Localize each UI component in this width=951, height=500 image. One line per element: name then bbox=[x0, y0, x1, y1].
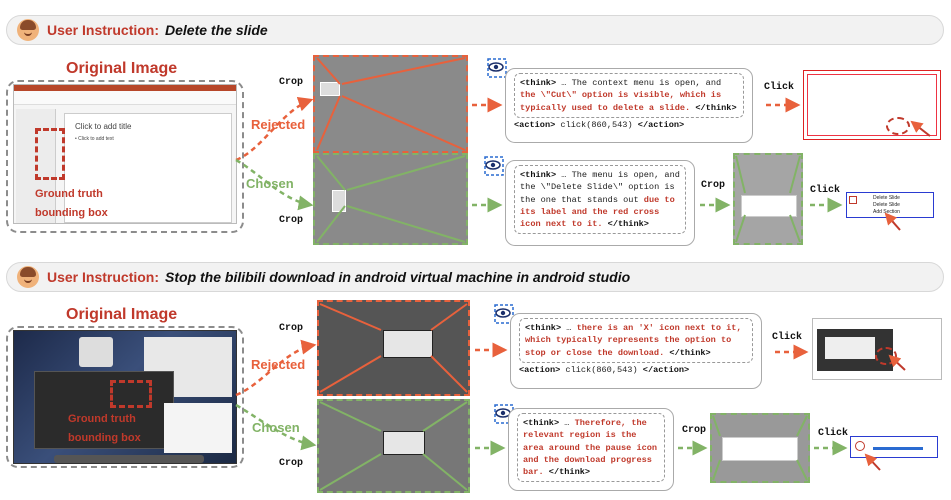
focus-line bbox=[319, 303, 382, 331]
chosen-click-result: Delete Slide Delete Slide Add Section bbox=[846, 192, 934, 218]
chosen-arrow bbox=[235, 403, 317, 451]
rejected-arrow bbox=[235, 339, 317, 397]
focus-line bbox=[430, 303, 468, 331]
instruction-text: Stop the bilibili download in android vi… bbox=[165, 269, 631, 285]
focus-line bbox=[316, 57, 341, 85]
slide-text-placeholder: • Click to add text bbox=[75, 136, 114, 142]
ground-truth-box bbox=[110, 380, 152, 408]
focus-line bbox=[735, 155, 746, 194]
crop-label: Crop bbox=[682, 425, 707, 436]
chosen-think-box: <think> … The menu is open, and the \"De… bbox=[505, 160, 695, 246]
click-label: Click bbox=[810, 185, 841, 196]
chosen-crop-zoom bbox=[733, 153, 803, 245]
focus-line bbox=[341, 57, 466, 85]
eye-icon bbox=[494, 304, 514, 324]
click-label: Click bbox=[772, 332, 803, 343]
instruction-label: User Instruction: bbox=[47, 22, 160, 38]
click-pointer-arrow bbox=[884, 212, 901, 231]
rejected-arrow bbox=[235, 96, 314, 162]
crop-label: Crop bbox=[279, 77, 304, 88]
focus-line bbox=[796, 459, 808, 481]
rejected-think-box: <think> … The context menu is open, and … bbox=[505, 68, 753, 143]
crop-label: Crop bbox=[279, 323, 304, 334]
chosen-click-result bbox=[850, 436, 938, 458]
ground-truth-box bbox=[35, 128, 65, 180]
focus-line bbox=[316, 205, 346, 243]
chosen-arrow bbox=[235, 158, 314, 211]
focus-line bbox=[346, 205, 466, 243]
chosen-label: Chosen bbox=[246, 176, 294, 191]
rejected-click-result bbox=[812, 318, 942, 380]
instruction-bar: User Instruction: Stop the bilibili down… bbox=[6, 262, 944, 292]
focus-line bbox=[789, 155, 801, 194]
click-pointer-arrow bbox=[910, 120, 931, 137]
focus-line bbox=[316, 155, 346, 191]
original-image-title: Original Image bbox=[66, 60, 178, 77]
focus-line bbox=[430, 355, 468, 393]
rejected-label: Rejected bbox=[251, 357, 306, 372]
crop-label: Crop bbox=[279, 215, 304, 226]
original-image-frame bbox=[6, 80, 244, 233]
eye-icon bbox=[487, 58, 507, 78]
click-pointer-arrow bbox=[888, 354, 906, 371]
eye-icon bbox=[484, 156, 504, 176]
original-image-title: Original Image bbox=[66, 306, 178, 323]
click-pointer-arrow bbox=[864, 453, 881, 471]
rejected-crop bbox=[313, 55, 468, 153]
focus-line bbox=[712, 415, 721, 437]
focus-line bbox=[346, 155, 466, 191]
focus-line bbox=[319, 401, 382, 432]
user-avatar-icon bbox=[17, 266, 39, 288]
focus-line bbox=[796, 415, 808, 437]
focus-line bbox=[341, 95, 466, 151]
focus-line bbox=[422, 401, 468, 432]
focus-line bbox=[422, 453, 468, 491]
chosen-crop bbox=[313, 153, 468, 245]
click-label: Click bbox=[764, 82, 795, 93]
chosen-think-box: <think> … Therefore, the relevant region… bbox=[508, 408, 674, 491]
focus-line bbox=[319, 453, 382, 491]
focus-line bbox=[789, 214, 801, 243]
focus-line bbox=[712, 459, 721, 481]
click-label: Click bbox=[818, 428, 849, 439]
slide-canvas: Click to add title • Click to add text bbox=[64, 113, 232, 223]
slide-title-placeholder: Click to add title bbox=[75, 122, 132, 131]
focus-line bbox=[316, 95, 341, 151]
instruction-text: Delete the slide bbox=[165, 22, 268, 38]
crop-label: Crop bbox=[279, 458, 304, 469]
instruction-bar: User Instruction: Delete the slide bbox=[6, 15, 944, 45]
original-image-frame bbox=[6, 326, 244, 468]
chosen-label: Chosen bbox=[252, 420, 300, 435]
rejected-crop bbox=[317, 300, 470, 396]
chosen-crop-zoom bbox=[710, 413, 810, 483]
crop-label: Crop bbox=[701, 180, 726, 191]
instruction-label: User Instruction: bbox=[47, 269, 160, 285]
focus-line bbox=[319, 355, 382, 393]
user-avatar-icon bbox=[17, 19, 39, 41]
focus-line bbox=[735, 214, 746, 243]
rejected-think-box: <think> … there is an 'X' icon next to i… bbox=[510, 313, 762, 389]
